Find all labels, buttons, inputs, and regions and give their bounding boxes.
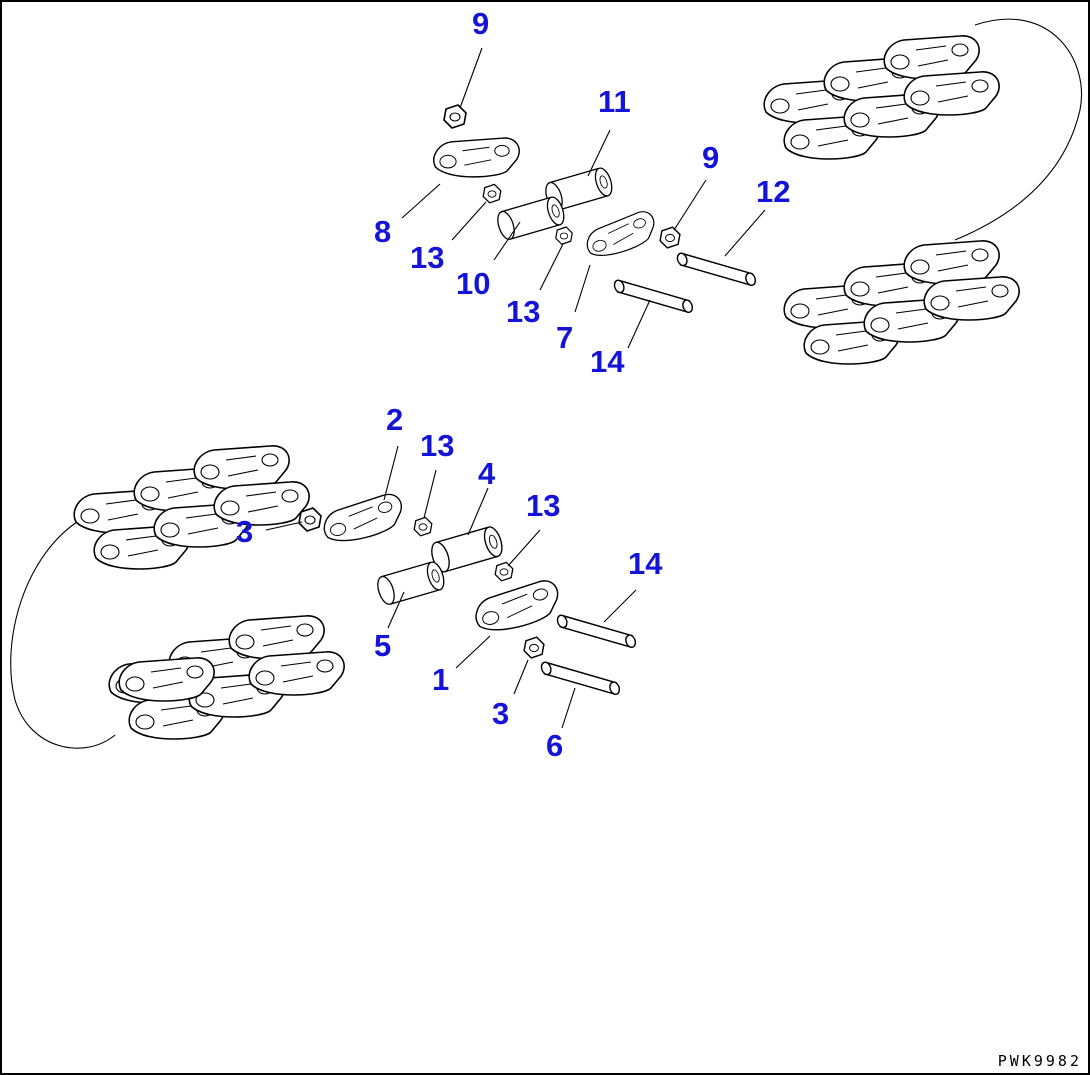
callout-4: 4 [478, 456, 496, 491]
callout-12: 12 [756, 174, 790, 209]
nut-part-13-middle [555, 226, 573, 245]
callout-13: 13 [506, 294, 540, 329]
link-part-2 [319, 490, 408, 548]
callout-14: 14 [590, 344, 625, 379]
upper-chain-loop [954, 18, 1082, 241]
callout-3: 3 [492, 696, 509, 731]
nut-part-9-right [659, 226, 681, 249]
chain-segment-bottom-left [109, 616, 344, 739]
callout-13: 13 [526, 488, 560, 523]
callout-1: 1 [432, 662, 449, 697]
callout-10: 10 [456, 266, 490, 301]
callout-14: 14 [628, 546, 663, 581]
nut-part-3-left [298, 507, 322, 532]
nut-part-13-right [494, 561, 514, 582]
callout-2: 2 [386, 402, 403, 437]
callout-8: 8 [374, 214, 391, 249]
chain-segment-top-left [74, 446, 309, 569]
leader-lines [265, 47, 766, 729]
chain-segment-top-right [764, 36, 999, 159]
callouts: 9 11 9 12 8 13 10 13 7 14 2 13 4 13 3 14… [236, 6, 790, 763]
callout-5: 5 [374, 628, 391, 663]
pin-part-6 [539, 660, 622, 697]
callout-9: 9 [472, 6, 489, 41]
callout-13: 13 [420, 428, 454, 463]
nut-part-3-lower [523, 636, 545, 659]
drawing-code: PWK9982 [998, 1052, 1082, 1070]
nut-part-9-upper [443, 104, 467, 129]
chain-segment-middle-right [784, 241, 1019, 364]
callout-6: 6 [546, 728, 563, 763]
link-part-7 [581, 208, 661, 263]
bushing-part-5 [374, 559, 448, 607]
pin-part-14-upper [612, 278, 695, 315]
pin-part-14-lower [555, 613, 638, 650]
pin-part-12 [675, 251, 758, 288]
callout-13: 13 [410, 240, 444, 275]
link-part-8 [433, 137, 520, 178]
link-part-1 [470, 577, 565, 638]
bushing-part-4 [427, 524, 506, 575]
lower-chain-loop [10, 519, 116, 749]
nut-part-13-upper [482, 183, 502, 204]
callout-7: 7 [556, 320, 573, 355]
callout-11: 11 [598, 84, 631, 119]
callout-3: 3 [236, 514, 253, 549]
callout-9: 9 [702, 140, 719, 175]
nut-part-13-left [413, 516, 433, 537]
